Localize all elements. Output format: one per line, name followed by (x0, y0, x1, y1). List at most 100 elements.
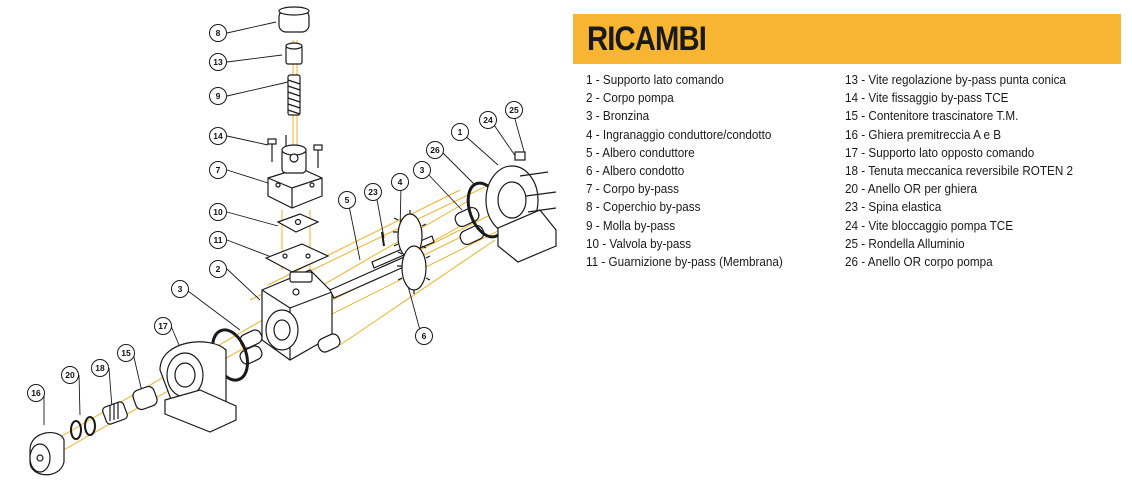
roll-pin-part (381, 231, 385, 247)
legend-item: 24 - Vite bloccaggio pompa TCE (845, 217, 1014, 233)
legend-item: 3 - Bronzina (586, 108, 650, 124)
pump-body-part (261, 269, 341, 361)
callout-circle (209, 260, 227, 278)
ring-nut-part (29, 432, 65, 476)
callout-6: 6 (415, 327, 433, 345)
callout-number: 16 (31, 388, 41, 398)
callout-14: 14 (209, 127, 227, 145)
callout-number: 3 (420, 165, 425, 175)
legend-item: 2 - Corpo pompa (586, 90, 674, 106)
callout-circle (209, 87, 227, 105)
callout-circle (426, 141, 444, 159)
legend-item: 14 - Vite fissaggio by-pass TCE (845, 90, 1009, 106)
callout-number: 23 (368, 187, 378, 197)
callout-circle (415, 327, 433, 345)
callout-circle (209, 231, 227, 249)
callout-circle (171, 280, 189, 298)
callout-circle (91, 359, 109, 377)
legend-item: 18 - Tenuta meccanica reversibile ROTEN … (845, 163, 1074, 179)
callout-number: 17 (158, 321, 168, 331)
adjust-screw-part (285, 42, 303, 65)
callout-24: 24 (479, 111, 497, 129)
callout-number: 15 (121, 348, 131, 358)
callout-number: 25 (509, 105, 519, 115)
callout-1: 1 (451, 123, 469, 141)
callout-17: 17 (154, 317, 172, 335)
bypass-gasket-part (264, 243, 330, 273)
legend-item: 9 - Molla by-pass (586, 217, 676, 233)
callout-26: 26 (426, 141, 444, 159)
callout-number: 4 (398, 177, 403, 187)
callout-number: 2 (216, 264, 221, 274)
o-ring-ghiera-part (70, 420, 82, 440)
legend-item: 7 - Corpo by-pass (586, 181, 679, 197)
page-title: RICAMBI (587, 20, 707, 58)
legend-item: 13 - Vite regolazione by-pass punta coni… (845, 72, 1066, 87)
callout-number: 26 (430, 145, 440, 155)
mech-seal-part (102, 401, 128, 425)
legend-item: 8 - Coperchio by-pass (586, 199, 701, 215)
callout-16: 16 (27, 384, 45, 402)
callout-circle (413, 161, 431, 179)
legend-item: 6 - Albero condotto (586, 163, 685, 179)
title-banner: RICAMBI (573, 14, 1121, 64)
callout-circle (27, 384, 45, 402)
pump-parts (29, 6, 557, 476)
callout-18: 18 (91, 359, 109, 377)
legend-right-column: 13 - Vite regolazione by-pass punta coni… (845, 71, 1098, 271)
callout-13: 13 (209, 53, 227, 71)
opposite-support-part (159, 341, 237, 433)
callout-circle (391, 173, 409, 191)
drive-support-part (485, 151, 557, 263)
callout-4: 4 (391, 173, 409, 191)
callout-2: 2 (209, 260, 227, 278)
callout-11: 11 (209, 231, 227, 249)
legend-item: 23 - Spina elastica (845, 199, 942, 215)
callout-number: 1 (458, 127, 463, 137)
callout-number: 18 (95, 363, 105, 373)
callout-20: 20 (61, 366, 79, 384)
callout-23: 23 (364, 183, 382, 201)
callout-circle (364, 183, 382, 201)
callout-3: 3 (413, 161, 431, 179)
legend-item: 4 - Ingranaggio conduttore/condotto (586, 126, 772, 142)
legend-item: 25 - Rondella Alluminio (845, 235, 965, 251)
legend-item: 17 - Supporto lato opposto comando (845, 144, 1035, 160)
callout-number: 8 (216, 28, 221, 38)
callout-number: 3 (178, 284, 183, 294)
callout-number: 11 (214, 235, 223, 245)
callout-number: 24 (483, 115, 493, 125)
callout-circle (451, 123, 469, 141)
callout-number: 7 (216, 165, 221, 175)
o-ring-ghiera2-part (84, 416, 96, 436)
callout-circle (209, 161, 227, 179)
callout-3: 3 (171, 280, 189, 298)
callout-number: 5 (345, 195, 350, 205)
bypass-body-part (267, 144, 323, 209)
callout-circle (209, 53, 227, 71)
callout-circle (479, 111, 497, 129)
callout-circle (209, 24, 227, 42)
callout-number: 10 (213, 207, 223, 217)
legend-item: 16 - Ghiera premitreccia A e B (845, 126, 1002, 142)
callout-5: 5 (338, 191, 356, 209)
callout-number: 13 (213, 57, 223, 67)
callout-circle (209, 127, 227, 145)
callout-10: 10 (209, 203, 227, 221)
callout-circle (61, 366, 79, 384)
callout-number: 14 (213, 131, 223, 141)
callout-circle (154, 317, 172, 335)
spring-part (287, 74, 301, 116)
callout-15: 15 (117, 344, 135, 362)
drive-container-part (132, 385, 158, 411)
callout-circle (117, 344, 135, 362)
legend-item: 20 - Anello OR per ghiera (845, 181, 978, 197)
bushing-left2-part (239, 345, 263, 365)
callout-circle (209, 203, 227, 221)
callout-8: 8 (209, 24, 227, 42)
callout-number: 6 (422, 331, 427, 341)
legend-item: 5 - Albero conduttore (586, 144, 695, 160)
